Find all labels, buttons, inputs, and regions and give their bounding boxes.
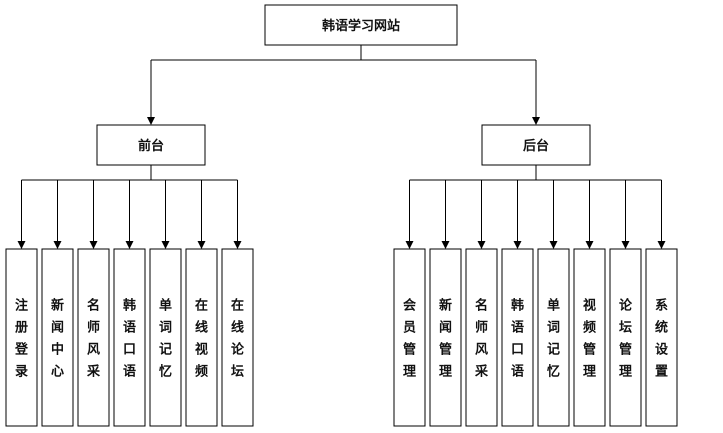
branch-node-backend: 后台 xyxy=(481,124,591,166)
leaf-box xyxy=(537,248,570,427)
leaf-box xyxy=(221,248,254,427)
leaf-label: 注册登录 xyxy=(14,298,29,380)
leaf-node: 论坛管理 xyxy=(609,248,642,427)
leaf-node: 在线论坛 xyxy=(221,248,254,427)
leaf-label: 在线论坛 xyxy=(231,298,245,380)
leaf-label: 会员管理 xyxy=(403,298,417,380)
leaf-box xyxy=(393,248,426,427)
root-label: 韩语学习网站 xyxy=(322,18,400,34)
leaf-box xyxy=(41,248,74,427)
leaf-label: 在线视频 xyxy=(195,298,208,380)
leaf-label: 名师风采 xyxy=(86,298,101,380)
root-node: 韩语学习网站 xyxy=(264,4,458,46)
leaf-node: 新闻管理 xyxy=(429,248,462,427)
leaf-node: 单词记忆 xyxy=(537,248,570,427)
leaf-node: 系统设置 xyxy=(645,248,678,427)
leaf-node: 视频管理 xyxy=(573,248,606,427)
leaf-box xyxy=(5,248,38,427)
leaf-box xyxy=(185,248,218,427)
leaf-label: 新闻管理 xyxy=(439,298,452,380)
leaf-label: 新闻中心 xyxy=(51,298,64,380)
leaf-box xyxy=(77,248,110,427)
leaf-node: 单词记忆 xyxy=(149,248,182,427)
leaf-box xyxy=(609,248,642,427)
leaf-box xyxy=(149,248,182,427)
leaf-label: 视频管理 xyxy=(583,298,596,380)
leaf-label: 韩语口语 xyxy=(511,298,524,380)
leaf-node: 韩语口语 xyxy=(501,248,534,427)
branch-label-backend: 后台 xyxy=(523,138,549,154)
leaf-box xyxy=(573,248,606,427)
leaf-node: 新闻中心 xyxy=(41,248,74,427)
leaf-node: 名师风采 xyxy=(465,248,498,427)
leaf-node: 韩语口语 xyxy=(113,248,146,427)
leaf-node: 会员管理 xyxy=(393,248,426,427)
leaf-nodes: 注册登录 新闻中心 名师风采 韩语口语 单词记忆 在线视频 在线论坛 会员管理 新闻管理 名师风采… xyxy=(5,248,678,427)
leaf-label: 系统设置 xyxy=(655,298,669,380)
branch-label-frontend: 前台 xyxy=(138,138,164,154)
leaf-label: 论坛管理 xyxy=(619,298,633,380)
leaf-label: 韩语口语 xyxy=(123,298,136,380)
leaf-label: 单词记忆 xyxy=(159,298,172,380)
branch-node-frontend: 前台 xyxy=(96,124,206,166)
leaf-box xyxy=(501,248,534,427)
leaf-box xyxy=(429,248,462,427)
leaf-label: 单词记忆 xyxy=(547,298,560,380)
leaf-node: 注册登录 xyxy=(5,248,38,427)
leaf-box xyxy=(113,248,146,427)
leaf-node: 在线视频 xyxy=(185,248,218,427)
leaf-box xyxy=(465,248,498,427)
leaf-box xyxy=(645,248,678,427)
connector-lines xyxy=(17,45,666,249)
leaf-label: 名师风采 xyxy=(474,298,489,380)
leaf-node: 名师风采 xyxy=(77,248,110,427)
